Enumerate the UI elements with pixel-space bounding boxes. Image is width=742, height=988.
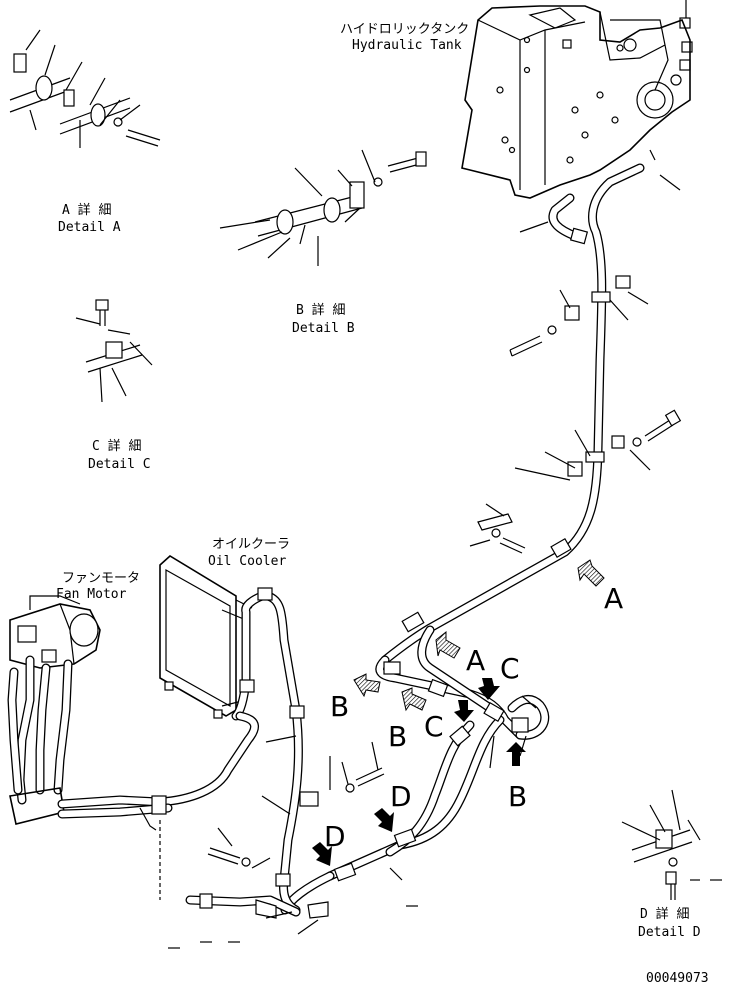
callout-c-1: C (500, 652, 520, 685)
callout-b-2: B (388, 720, 407, 753)
hydraulic-tank (461, 0, 693, 199)
leader-lines (217, 149, 681, 935)
view-arrow-c-2 (454, 700, 474, 722)
callout-a-2: A (466, 644, 485, 677)
fan-motor-label-en: Fan Motor (56, 587, 127, 602)
detail-d-label-en: Detail D (638, 925, 701, 940)
oil-cooler (155, 555, 319, 915)
view-arrow-b-1 (353, 673, 381, 698)
fan-motor-label-jp: ファンモータ (62, 571, 140, 586)
detail-d-drawing (621, 789, 722, 881)
detail-c-label-jp: C 詳 細 (92, 438, 141, 454)
callout-d-2: D (324, 820, 346, 853)
detail-b-drawing (219, 149, 376, 266)
fan-motor (7, 595, 173, 900)
view-arrow-a-2 (435, 630, 461, 659)
view-arrow-b-2 (401, 687, 427, 712)
main-pipe-line (280, 163, 645, 915)
view-arrow-b-3 (506, 742, 526, 766)
hydraulic-tank-label-en: Hydraulic Tank (352, 38, 462, 53)
view-arrow-a-1 (577, 559, 605, 587)
view-arrow-d-1 (374, 808, 394, 832)
pipe-clamps (307, 227, 631, 919)
detail-a-drawing (9, 29, 141, 148)
callout-b-1: B (330, 690, 349, 723)
drawing-number: 00049073 (646, 971, 709, 986)
oil-cooler-label-en: Oil Cooler (208, 554, 286, 569)
detail-b-label-jp: B 詳 細 (296, 302, 345, 318)
callout-b-3: B (508, 780, 527, 813)
callout-a-1: A (604, 582, 623, 615)
hydraulic-tank-label-jp: ハイドロリックタンク (340, 22, 469, 37)
bottom-hose (168, 893, 301, 949)
view-arrow-c-1 (478, 678, 500, 700)
detail-b-label-en: Detail B (292, 321, 355, 336)
bolts (95, 117, 682, 900)
view-arrows (312, 559, 605, 866)
detail-a-label-jp: A 詳 細 (62, 202, 111, 218)
detail-c-drawing (75, 317, 153, 403)
oil-cooler-label-jp: オイルクーラ (212, 537, 290, 552)
detail-c-label-en: Detail C (88, 457, 151, 472)
detail-a-label-en: Detail A (58, 220, 121, 235)
detail-d-label-jp: D 詳 細 (640, 906, 689, 922)
callout-c-2: C (424, 710, 444, 743)
callout-d-1: D (390, 780, 412, 813)
view-arrow-d-2 (312, 842, 332, 866)
